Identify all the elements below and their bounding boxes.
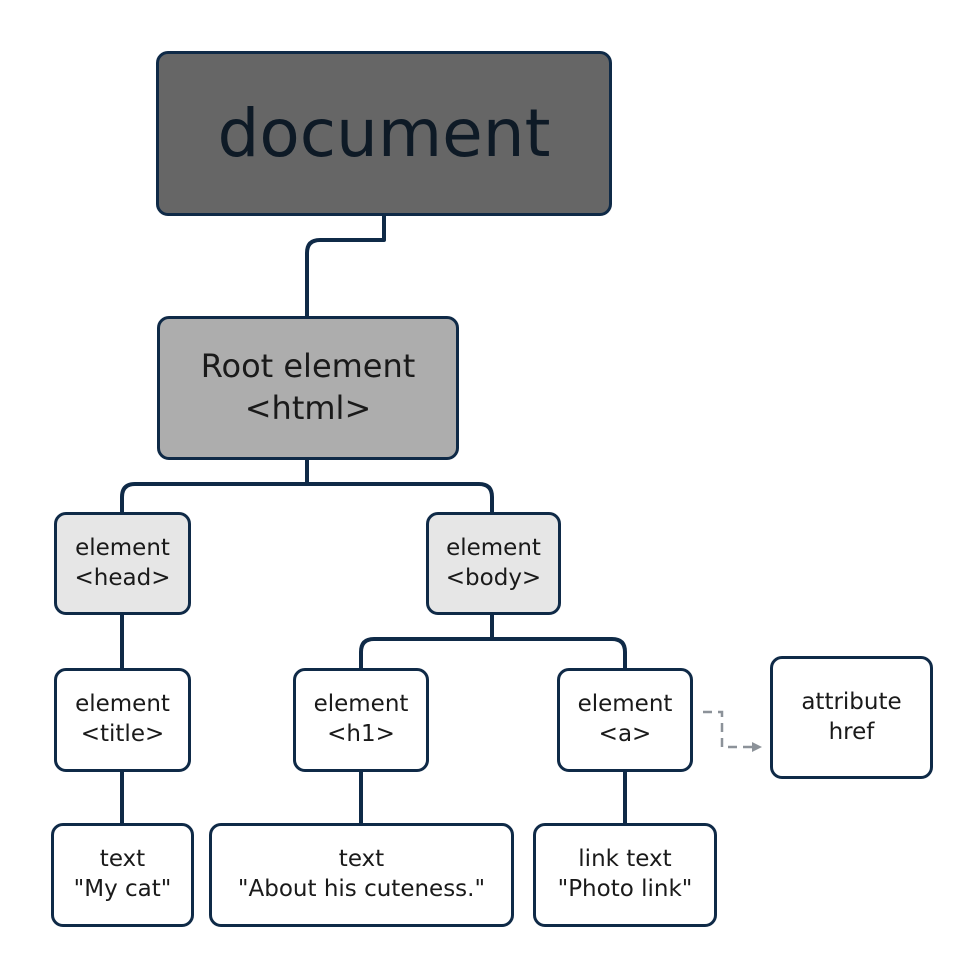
text-h1-label: text [338, 846, 385, 873]
node-title: element <title> [54, 668, 191, 772]
document-label: document [217, 94, 551, 172]
node-body: element <body> [426, 512, 561, 615]
node-document: document [156, 51, 612, 216]
head-tag: <head> [74, 564, 171, 591]
link-text-value: "Photo link" [557, 876, 693, 902]
root-tag: <html> [244, 389, 372, 427]
attribute-name: href [828, 718, 875, 745]
h1-label: element [313, 691, 409, 718]
text-title-value: "My cat" [73, 876, 172, 902]
title-tag: <title> [80, 721, 165, 747]
a-label: element [577, 691, 673, 718]
arrowhead-icon [752, 742, 762, 752]
node-text-title: text "My cat" [51, 823, 194, 927]
node-link-text: link text "Photo link" [533, 823, 717, 927]
node-head: element <head> [54, 512, 191, 615]
connector-root-body [307, 482, 494, 512]
text-title-label: text [99, 846, 146, 873]
node-a: element <a> [557, 668, 693, 772]
node-attribute-href: attribute href [770, 656, 933, 779]
connector-body-h1 [359, 615, 494, 668]
body-tag: <body> [445, 564, 542, 591]
node-root-html: Root element <html> [157, 316, 459, 460]
connector-a-attribute [703, 710, 754, 749]
h1-tag: <h1> [327, 721, 395, 747]
a-tag: <a> [598, 721, 652, 747]
link-text-label: link text [578, 846, 672, 873]
connector-body-a [492, 637, 627, 668]
head-label: element [75, 534, 170, 561]
root-label: Root element [200, 347, 416, 386]
title-label: element [75, 691, 170, 718]
node-text-h1: text "About his cuteness." [209, 823, 514, 927]
attribute-label: attribute [801, 688, 902, 715]
body-label: element [446, 534, 541, 561]
text-h1-value: "About his cuteness." [237, 876, 486, 902]
connector-document-root [305, 216, 386, 316]
node-h1: element <h1> [293, 668, 429, 772]
connector-root-head [120, 460, 309, 512]
